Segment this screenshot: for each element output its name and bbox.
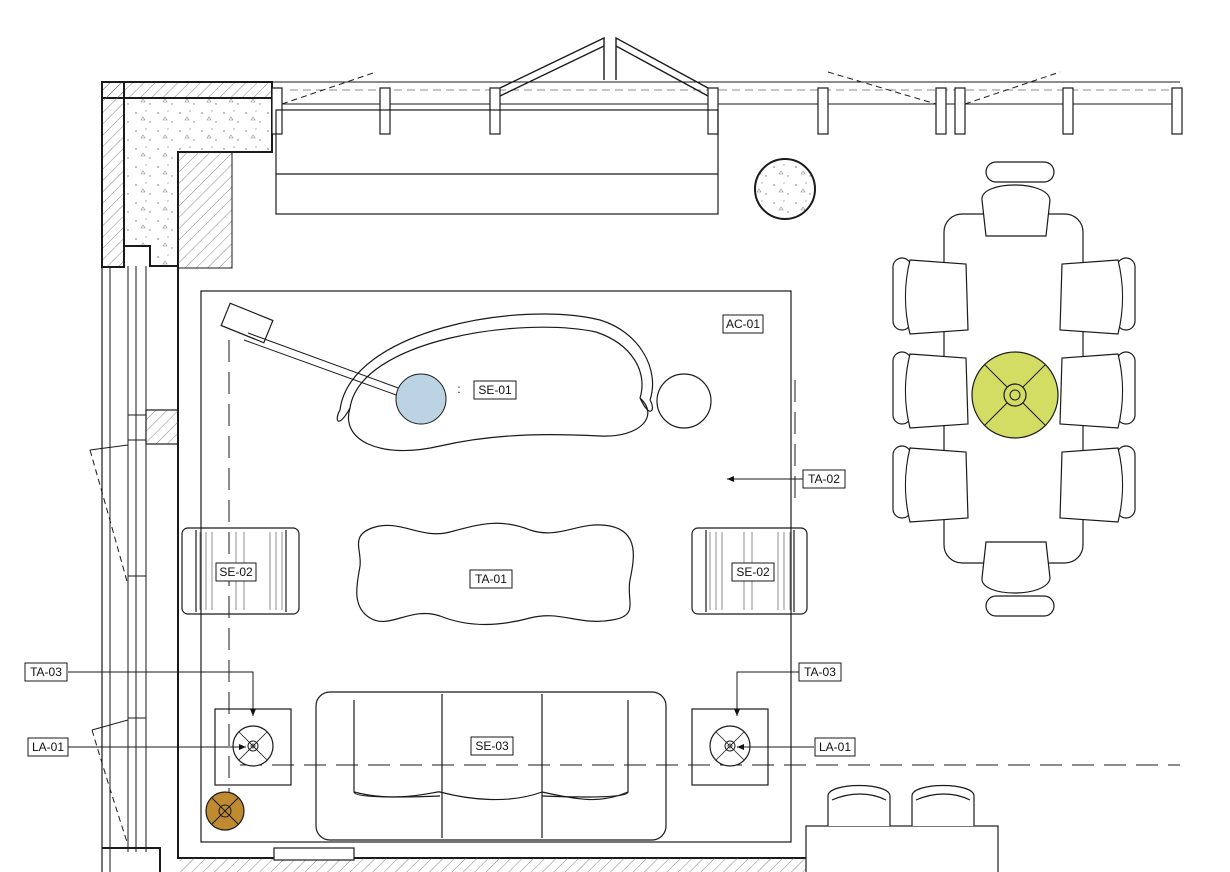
tag-se-02-left: SE-02 (215, 562, 257, 582)
svg-text:SE-03: SE-03 (475, 739, 509, 753)
tag-se-01: SE-01 (473, 380, 517, 400)
floor-lamp-icon (395, 373, 447, 425)
table-lamp-icon (205, 791, 245, 831)
tag-ta-01: TA-01 (469, 569, 513, 589)
armchair-right (691, 527, 808, 615)
dining-chairs (892, 161, 1136, 617)
svg-text:LA-01: LA-01 (819, 740, 851, 754)
chair-icon (1059, 445, 1136, 523)
chair-icon (1059, 351, 1136, 429)
tag-ta-03-left: TA-03 (24, 662, 68, 682)
window-bench (275, 109, 719, 215)
floor-lamp (220, 302, 447, 425)
leader-lines (68, 476, 814, 750)
tag-se-01-mark: : (457, 382, 460, 396)
planter (754, 158, 816, 220)
armchair-left (181, 527, 300, 615)
svg-text:AC-01: AC-01 (726, 317, 760, 331)
sofa (315, 691, 667, 841)
tag-se-02-right: SE-02 (731, 562, 775, 582)
svg-text:LA-01: LA-01 (32, 740, 64, 754)
svg-text:TA-03: TA-03 (804, 665, 836, 679)
chair-icon (892, 351, 969, 429)
tag-la-01-right: LA-01 (814, 737, 856, 757)
pendant-light-icon (971, 351, 1059, 439)
chair-icon (1059, 257, 1136, 335)
svg-text:TA-01: TA-01 (475, 572, 507, 586)
tag-ac-01: AC-01 (722, 314, 764, 334)
svg-text:SE-01: SE-01 (478, 383, 512, 397)
tag-se-03: SE-03 (470, 736, 514, 756)
chair-icon (892, 445, 969, 523)
tag-ta-02: TA-02 (802, 469, 846, 489)
svg-text:TA-02: TA-02 (808, 472, 840, 486)
chair-icon (981, 541, 1055, 617)
tag-la-01-left: LA-01 (27, 737, 69, 757)
svg-text:SE-02: SE-02 (736, 565, 770, 579)
svg-text:TA-03: TA-03 (30, 665, 62, 679)
chair-icon (892, 257, 969, 335)
svg-text:SE-02: SE-02 (219, 565, 253, 579)
side-table (656, 373, 712, 429)
walls (89, 36, 1183, 872)
curved-sofa (336, 313, 654, 452)
counter-stools (805, 784, 999, 872)
tag-ta-03-right: TA-03 (798, 662, 842, 682)
chair-icon (981, 161, 1055, 237)
coffee-table (356, 522, 634, 626)
rug-area (200, 290, 792, 843)
